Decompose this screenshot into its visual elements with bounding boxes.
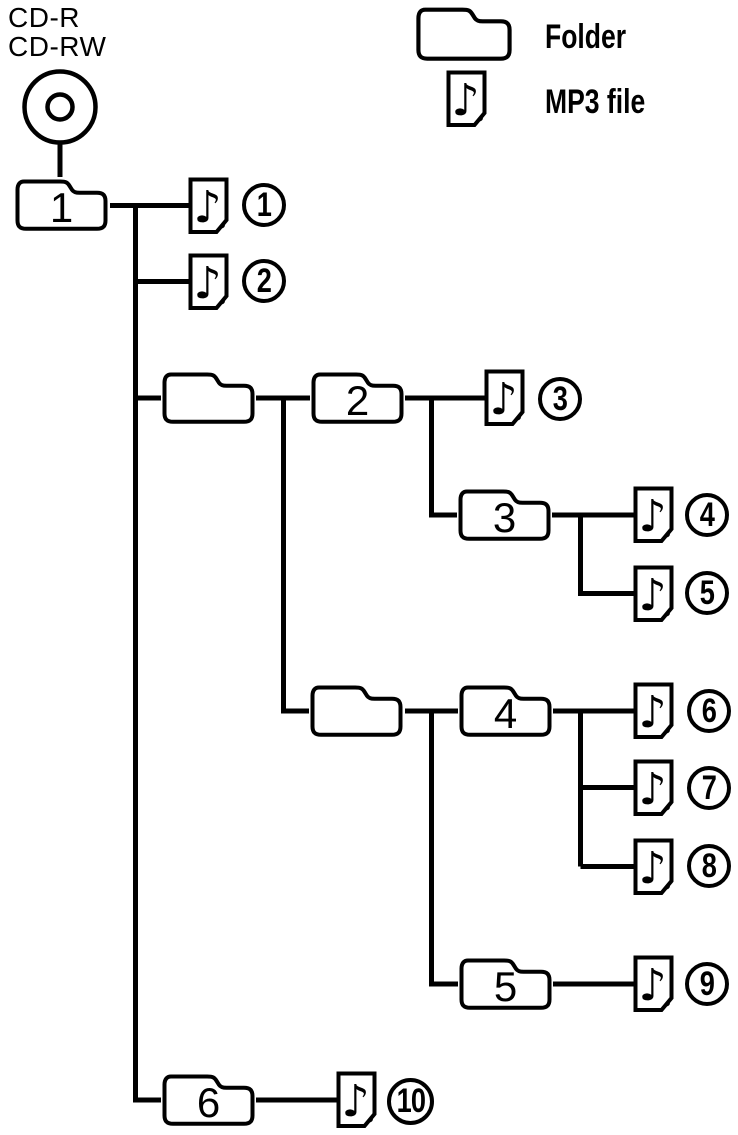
- track-number-1: 1: [242, 183, 286, 227]
- music-note-file-icon: [484, 369, 525, 427]
- music-note-file-icon: [633, 486, 674, 544]
- badge-text: 3: [552, 379, 568, 418]
- track-number-2: 2: [242, 259, 286, 303]
- folder-unnamed-a: [160, 370, 257, 426]
- folder-label: 2: [345, 377, 370, 424]
- mp3-file-9: [633, 955, 674, 1013]
- media-label-line2: CD-RW: [8, 31, 107, 62]
- music-note-file-icon: [336, 1071, 377, 1129]
- track-number-7: 7: [687, 766, 731, 810]
- music-note-file-icon: [633, 838, 674, 896]
- folder-4: 4: [457, 683, 554, 739]
- music-note-file-icon: [188, 177, 229, 235]
- badge-text: 1: [256, 185, 272, 224]
- media-label: CD-R CD-RW: [8, 3, 106, 61]
- badge-text: 5: [699, 573, 715, 612]
- folder-unnamed-b: [308, 683, 405, 739]
- legend-folder-label: Folder: [545, 18, 627, 56]
- mp3-file-7: [633, 759, 674, 817]
- media-label-line1: CD-R: [8, 2, 80, 33]
- folder-label: 6: [196, 1079, 221, 1126]
- connector-lines: [57, 142, 634, 1103]
- folder-6: 6: [160, 1072, 257, 1128]
- folder-label: 3: [492, 494, 517, 541]
- music-note-file-icon: [633, 955, 674, 1013]
- mp3-file-6: [633, 682, 674, 740]
- folder-label: 5: [493, 963, 518, 1010]
- badge-text: 10: [396, 1082, 425, 1120]
- mp3-file-3: [484, 369, 525, 427]
- music-note-file-icon: [633, 682, 674, 740]
- mp3-file-10: [336, 1071, 377, 1129]
- folder-label: [308, 683, 405, 739]
- badge-text: 8: [701, 846, 717, 885]
- track-number-8: 8: [687, 844, 731, 888]
- cd-disc-icon: [22, 69, 98, 145]
- legend-mp3-file-icon: [446, 70, 487, 128]
- badge-text: 6: [701, 691, 717, 730]
- badge-text: 7: [701, 768, 717, 807]
- track-number-4: 4: [685, 493, 729, 537]
- badge-text: 9: [699, 964, 715, 1003]
- track-number-6: 6: [687, 689, 731, 733]
- mp3-file-8: [633, 838, 674, 896]
- badge-text: 2: [256, 261, 272, 300]
- mp3-file-4: [633, 486, 674, 544]
- mp3-file-5: [633, 565, 674, 623]
- legend-folder-icon: [413, 5, 515, 63]
- mp3-file-1: [188, 177, 229, 235]
- folder-3: 3: [456, 487, 553, 543]
- track-number-3: 3: [538, 377, 582, 421]
- badge-text: 4: [699, 495, 715, 534]
- folder-label: [160, 370, 257, 426]
- folder-5: 5: [457, 956, 554, 1012]
- music-note-file-icon: [633, 565, 674, 623]
- mp3-file-2: [188, 253, 229, 311]
- track-number-5: 5: [685, 571, 729, 615]
- music-note-file-icon: [188, 253, 229, 311]
- track-number-9: 9: [685, 962, 729, 1006]
- music-note-file-icon: [633, 759, 674, 817]
- folder-2: 2: [309, 370, 406, 426]
- folder-label: 4: [493, 690, 518, 737]
- track-number-10: 10: [387, 1078, 434, 1125]
- folder-1: 1: [13, 177, 110, 233]
- folder-label: 1: [49, 184, 74, 231]
- legend-mp3-label: MP3 file: [545, 83, 646, 121]
